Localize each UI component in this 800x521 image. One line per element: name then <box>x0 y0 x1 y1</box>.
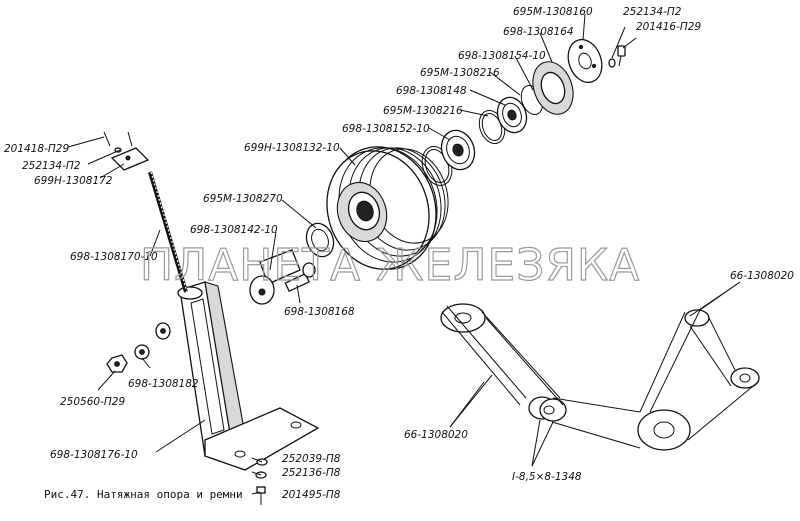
watermark-text: ПЛАНЕТА ЖЕЛЕЗЯКА <box>140 240 640 291</box>
label-belt-right: 66-1308020 <box>730 270 794 282</box>
label-698-1308164: 698-1308164 <box>503 26 574 38</box>
label-250560: 250560-П29 <box>60 396 125 408</box>
label-252134-left: 252134-П2 <box>22 160 81 172</box>
label-201495: 201495-П8 <box>282 489 341 501</box>
label-695M-1308216-a: 695М-1308216 <box>383 105 463 117</box>
cover-plate <box>567 38 603 84</box>
label-698-1308176: 698-1308176-10 <box>50 449 138 461</box>
label-699H-1308132: 699Н-1308132-10 <box>244 142 340 154</box>
label-698-1308154: 698-1308154-10 <box>458 50 546 62</box>
label-698-1308142: 698-1308142-10 <box>190 224 278 236</box>
label-698-1308148: 698-1308148 <box>396 85 467 97</box>
tension-bracket <box>177 281 320 471</box>
figure-caption: Рис.47. Натяжная опора и ремни <box>44 488 243 501</box>
washer-screw-right <box>608 45 626 68</box>
label-695M-1308270: 695М-1308270 <box>203 193 283 205</box>
label-252134-right: 252134-П2 <box>623 6 682 18</box>
tension-rod <box>148 171 188 293</box>
label-belt-spec: I-8,5×8-1348 <box>512 471 582 483</box>
bottom-fasteners <box>255 458 268 505</box>
label-698-1308182: 698-1308182 <box>128 378 199 390</box>
bearing-front <box>440 129 476 171</box>
main-pulley <box>326 146 449 270</box>
rod-plate <box>103 131 150 171</box>
felt-seal <box>532 61 574 115</box>
label-695M-1308160: 695М-1308160 <box>513 6 593 18</box>
leader-lines <box>67 13 741 495</box>
label-698-1308170: 698-1308170-10 <box>70 251 158 263</box>
label-699H-1308172: 699Н-1308172 <box>34 175 113 187</box>
bearing-rear <box>496 96 528 134</box>
belt-drive-sketch <box>440 303 760 451</box>
label-695M-1308216-b: 695М-1308216 <box>420 67 500 79</box>
label-252039: 252039-П8 <box>282 453 341 465</box>
label-201418: 201418-П29 <box>4 143 69 155</box>
label-belt-left: 66-1308020 <box>404 429 468 441</box>
label-252136: 252136-П8 <box>282 467 341 479</box>
label-698-1308152: 698-1308152-10 <box>342 123 430 135</box>
label-201416: 201416-П29 <box>636 21 701 33</box>
axle-bushing <box>249 222 335 305</box>
label-698-1308168: 698-1308168 <box>284 306 355 318</box>
bracket-washers <box>106 322 171 373</box>
bolt-168 <box>284 262 316 293</box>
